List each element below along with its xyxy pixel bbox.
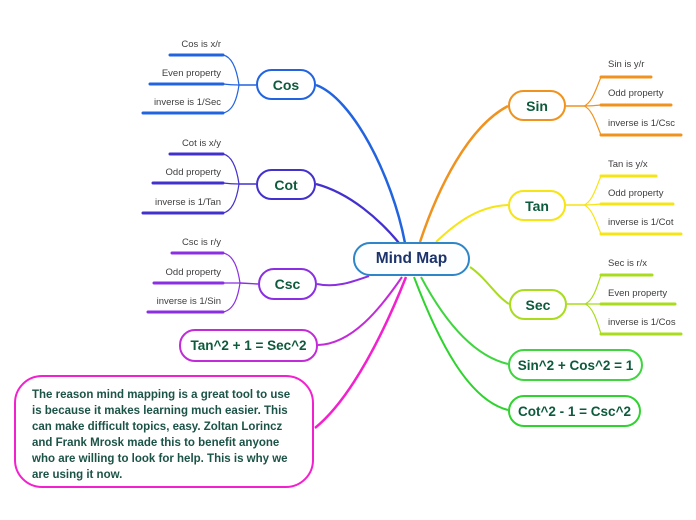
node-tan[interactable]: Tan [508, 190, 566, 221]
branch-curve-sec [469, 266, 510, 305]
leaf-tan-0[interactable]: Tan is y/x [608, 159, 648, 170]
branch-curve-note [314, 276, 408, 429]
node-cos-label: Cos [272, 76, 300, 93]
stem-csc [239, 282, 259, 285]
node-tan-label: Tan [525, 197, 549, 214]
node-tan2-label: Tan^2 + 1 = Sec^2 [190, 338, 307, 353]
branch-curve-cos [315, 83, 407, 244]
branch-lines-cos [141, 53, 407, 244]
leaf-tan-1[interactable]: Odd property [608, 188, 664, 199]
leaf-csc-2[interactable]: inverse is 1/Sin [156, 296, 221, 307]
branch-lines-sin [418, 75, 683, 243]
node-cot-label: Cot [274, 176, 298, 193]
leaf-underline [141, 152, 225, 215]
leaf-cos-2[interactable]: inverse is 1/Sec [153, 97, 221, 108]
leaf-sec-0[interactable]: Sec is r/x [608, 258, 648, 269]
leaf-sec-1[interactable]: Even property [608, 288, 668, 299]
leaf-underline [599, 174, 683, 236]
node-csc-label: Csc [274, 276, 301, 292]
node-cot2-identity[interactable]: Cot^2 - 1 = Csc^2 [508, 395, 641, 427]
node-tan2-identity[interactable]: Tan^2 + 1 = Sec^2 [179, 329, 318, 362]
leaf-csc-1[interactable]: Odd property [165, 267, 221, 278]
bracket-cot [222, 153, 240, 214]
branch-curve-sin [418, 104, 509, 243]
branch-lines-sec [469, 266, 683, 336]
branch-curve-sin2 [420, 276, 509, 365]
branch-curve-tan [435, 204, 509, 243]
node-csc[interactable]: Csc [258, 268, 317, 300]
node-sin-label: Sin [526, 97, 548, 114]
leaf-cot-2[interactable]: inverse is 1/Tan [154, 197, 221, 208]
branch-lines-cot [141, 152, 400, 244]
node-sec-label: Sec [525, 296, 551, 313]
leaf-underline [599, 75, 683, 137]
branch-curve-csc [316, 275, 370, 287]
leaf-cos-0[interactable]: Cos is x/r [181, 39, 221, 50]
leaf-csc-0[interactable]: Csc is r/y [181, 237, 221, 248]
node-cot[interactable]: Cot [256, 169, 316, 200]
branch-lines-csc [146, 251, 370, 314]
leaf-tan-2[interactable]: inverse is 1/Cot [608, 217, 674, 228]
leaf-sin-0[interactable]: Sin is y/r [608, 59, 645, 70]
node-sin2-identity[interactable]: Sin^2 + Cos^2 = 1 [508, 349, 643, 381]
branch-curve-tan2 [317, 276, 403, 346]
note-box[interactable]: The reason mind mapping is a great tool … [14, 375, 314, 488]
leaf-sin-1[interactable]: Odd property [608, 88, 664, 99]
leaf-sin-2[interactable]: inverse is 1/Csc [608, 118, 676, 129]
leaf-underline [141, 53, 225, 115]
center-label: Mind Map [375, 250, 448, 267]
leaf-cos-1[interactable]: Even property [161, 68, 221, 79]
bracket-sin [583, 76, 602, 136]
leaf-cot-1[interactable]: Odd property [165, 167, 221, 178]
branch-curve-cot2 [413, 276, 509, 411]
branch-curve-cot [315, 182, 400, 244]
bracket-sec [584, 274, 602, 335]
bracket-csc [222, 252, 241, 313]
leaf-sec-2[interactable]: inverse is 1/Cos [608, 317, 676, 328]
node-cot2-label: Cot^2 - 1 = Csc^2 [518, 403, 631, 419]
node-sin2-label: Sin^2 + Cos^2 = 1 [517, 357, 634, 373]
note-text: The reason mind mapping is a great tool … [32, 389, 291, 481]
leaf-underline [599, 273, 683, 336]
leaf-cot-0[interactable]: Cot is x/y [181, 138, 221, 149]
node-cos[interactable]: Cos [256, 69, 316, 100]
bracket-cos [222, 54, 240, 114]
node-sec[interactable]: Sec [509, 289, 567, 320]
leaf-underline [146, 251, 225, 314]
node-sin[interactable]: Sin [508, 90, 566, 121]
bracket-tan [583, 175, 602, 235]
branch-lines-tan [435, 174, 683, 243]
node-center[interactable]: Mind Map [353, 242, 470, 276]
